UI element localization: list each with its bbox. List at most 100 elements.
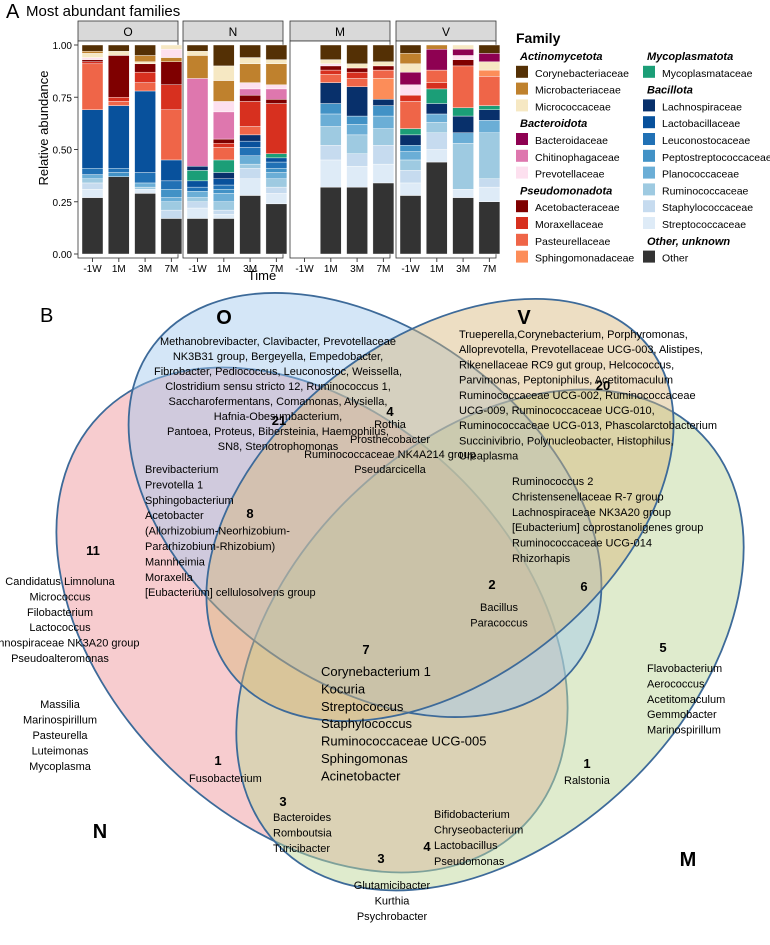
set-label-n: N bbox=[93, 821, 107, 843]
legend-group-header: Pseudomonadota bbox=[520, 185, 612, 197]
bar-segment bbox=[346, 78, 368, 88]
region-member: Ralstonia bbox=[564, 775, 611, 787]
bar-segment bbox=[108, 101, 130, 106]
region-member: Pseudomonas bbox=[434, 856, 505, 868]
legend-entry: Corynebacteriaceae bbox=[535, 68, 629, 80]
bar-segment bbox=[426, 48, 448, 71]
bar-segment bbox=[134, 90, 156, 173]
region-member: Corynebacterium 1 bbox=[321, 664, 431, 679]
bar-segment bbox=[399, 63, 422, 73]
bar-segment bbox=[265, 84, 288, 90]
legend-entry: Pasteurellaceae bbox=[535, 236, 610, 248]
x-tick-label: 3M bbox=[456, 264, 470, 275]
bar-segment bbox=[265, 153, 288, 159]
region-member: Psychrobacter bbox=[357, 911, 428, 923]
set-label-m: M bbox=[680, 849, 697, 871]
legend-entry: Mycoplasmataceae bbox=[662, 68, 753, 80]
panel-a-title: Most abundant families bbox=[26, 3, 180, 20]
bar-segment bbox=[399, 145, 422, 152]
bar-segment bbox=[239, 134, 261, 142]
bar-segment bbox=[186, 180, 209, 188]
region-count: 6 bbox=[580, 579, 587, 594]
region-member: Lactobacillus bbox=[434, 840, 498, 852]
bar-segment bbox=[265, 168, 288, 173]
region-member: Ruminococcus 2 bbox=[512, 476, 593, 488]
bar-segment bbox=[399, 159, 422, 171]
bar-segment bbox=[160, 61, 183, 85]
region-member: Streptococcus bbox=[321, 699, 404, 714]
region-member: Succinivibrio, Polynucleobacter, Histoph… bbox=[459, 435, 674, 447]
venn-set-m bbox=[235, 388, 745, 892]
bar-segment bbox=[346, 115, 368, 125]
bar-segment bbox=[213, 44, 235, 67]
legend-entry: Ruminococcaceae bbox=[662, 185, 749, 197]
bar-segment bbox=[134, 44, 156, 56]
legend-entry: Staphylococcaceae bbox=[662, 202, 753, 214]
bar-segment bbox=[372, 61, 395, 67]
bar-segment bbox=[346, 71, 368, 79]
legend-swatch bbox=[516, 233, 528, 246]
panel-b-letter: B bbox=[40, 305, 53, 327]
region-member: Lachnospiraceae NK3A20 group bbox=[512, 507, 671, 519]
bar-segment bbox=[372, 145, 395, 165]
y-tick-label: 0.00 bbox=[53, 250, 73, 261]
region-member: Glutamicibacter bbox=[354, 880, 431, 892]
bar-segment bbox=[399, 94, 422, 102]
bar-segment bbox=[426, 82, 448, 90]
bar-segment bbox=[160, 201, 183, 211]
bar-segment bbox=[399, 101, 422, 129]
bar-segment bbox=[478, 44, 501, 54]
legend-group-header: Bacteroidota bbox=[520, 118, 587, 130]
bar-segment bbox=[213, 111, 235, 140]
region-member: Ruminococcaceae UCG-005 bbox=[321, 734, 486, 749]
bar-segment bbox=[108, 105, 130, 169]
bar-segment bbox=[213, 201, 235, 211]
bar-segment bbox=[108, 55, 130, 98]
bar-segment bbox=[81, 174, 104, 179]
bar-segment bbox=[320, 103, 342, 115]
bar-segment bbox=[426, 149, 448, 163]
bar-segment bbox=[399, 84, 422, 96]
bar-segment bbox=[186, 201, 209, 209]
bar-segment bbox=[134, 182, 156, 188]
region-member: Ruminococcaceae UCG-013, Phascolarctobac… bbox=[459, 420, 717, 432]
bar-segment bbox=[478, 76, 501, 106]
bar-segment bbox=[239, 140, 261, 148]
bar-segment bbox=[213, 147, 235, 161]
bar-segment bbox=[239, 178, 261, 196]
region-member: Prosthecobacter bbox=[350, 434, 430, 446]
bar-segment bbox=[320, 186, 342, 255]
legend-entry: Planococcaceae bbox=[662, 169, 739, 181]
region-member: Kocuria bbox=[321, 681, 366, 696]
region-count: 8 bbox=[246, 506, 253, 521]
bar-segment bbox=[213, 193, 235, 202]
bar-segment bbox=[320, 126, 342, 146]
bar-segment bbox=[213, 209, 235, 215]
region-member: Methanobrevibacter, Clavibacter, Prevote… bbox=[160, 336, 396, 348]
venn-region-m-only: 5FlavobacteriumAerococcusAcetitomaculumG… bbox=[647, 640, 725, 737]
bar-segment bbox=[478, 120, 501, 133]
bar-segment bbox=[372, 163, 395, 184]
x-tick-label: 1M bbox=[324, 264, 338, 275]
bar-segment bbox=[186, 166, 209, 171]
legend-entry: Lactobacillaceae bbox=[662, 118, 740, 130]
bar-segment bbox=[426, 88, 448, 104]
bar-segment bbox=[134, 71, 156, 83]
bar-segment bbox=[213, 101, 235, 113]
set-label-o: O bbox=[216, 307, 232, 329]
bar-segment bbox=[213, 214, 235, 219]
region-member: Micrococcus bbox=[29, 591, 91, 603]
x-tick-label: 7M bbox=[482, 264, 496, 275]
bar-segment bbox=[213, 218, 235, 255]
legend-group-header: Actinomycetota bbox=[519, 51, 603, 63]
bar-segment bbox=[399, 134, 422, 146]
bar-segment bbox=[186, 197, 209, 202]
bar-segment bbox=[239, 126, 261, 136]
legend-swatch bbox=[516, 99, 528, 112]
bar-segment bbox=[399, 195, 422, 255]
region-member: Rothia bbox=[374, 419, 407, 431]
